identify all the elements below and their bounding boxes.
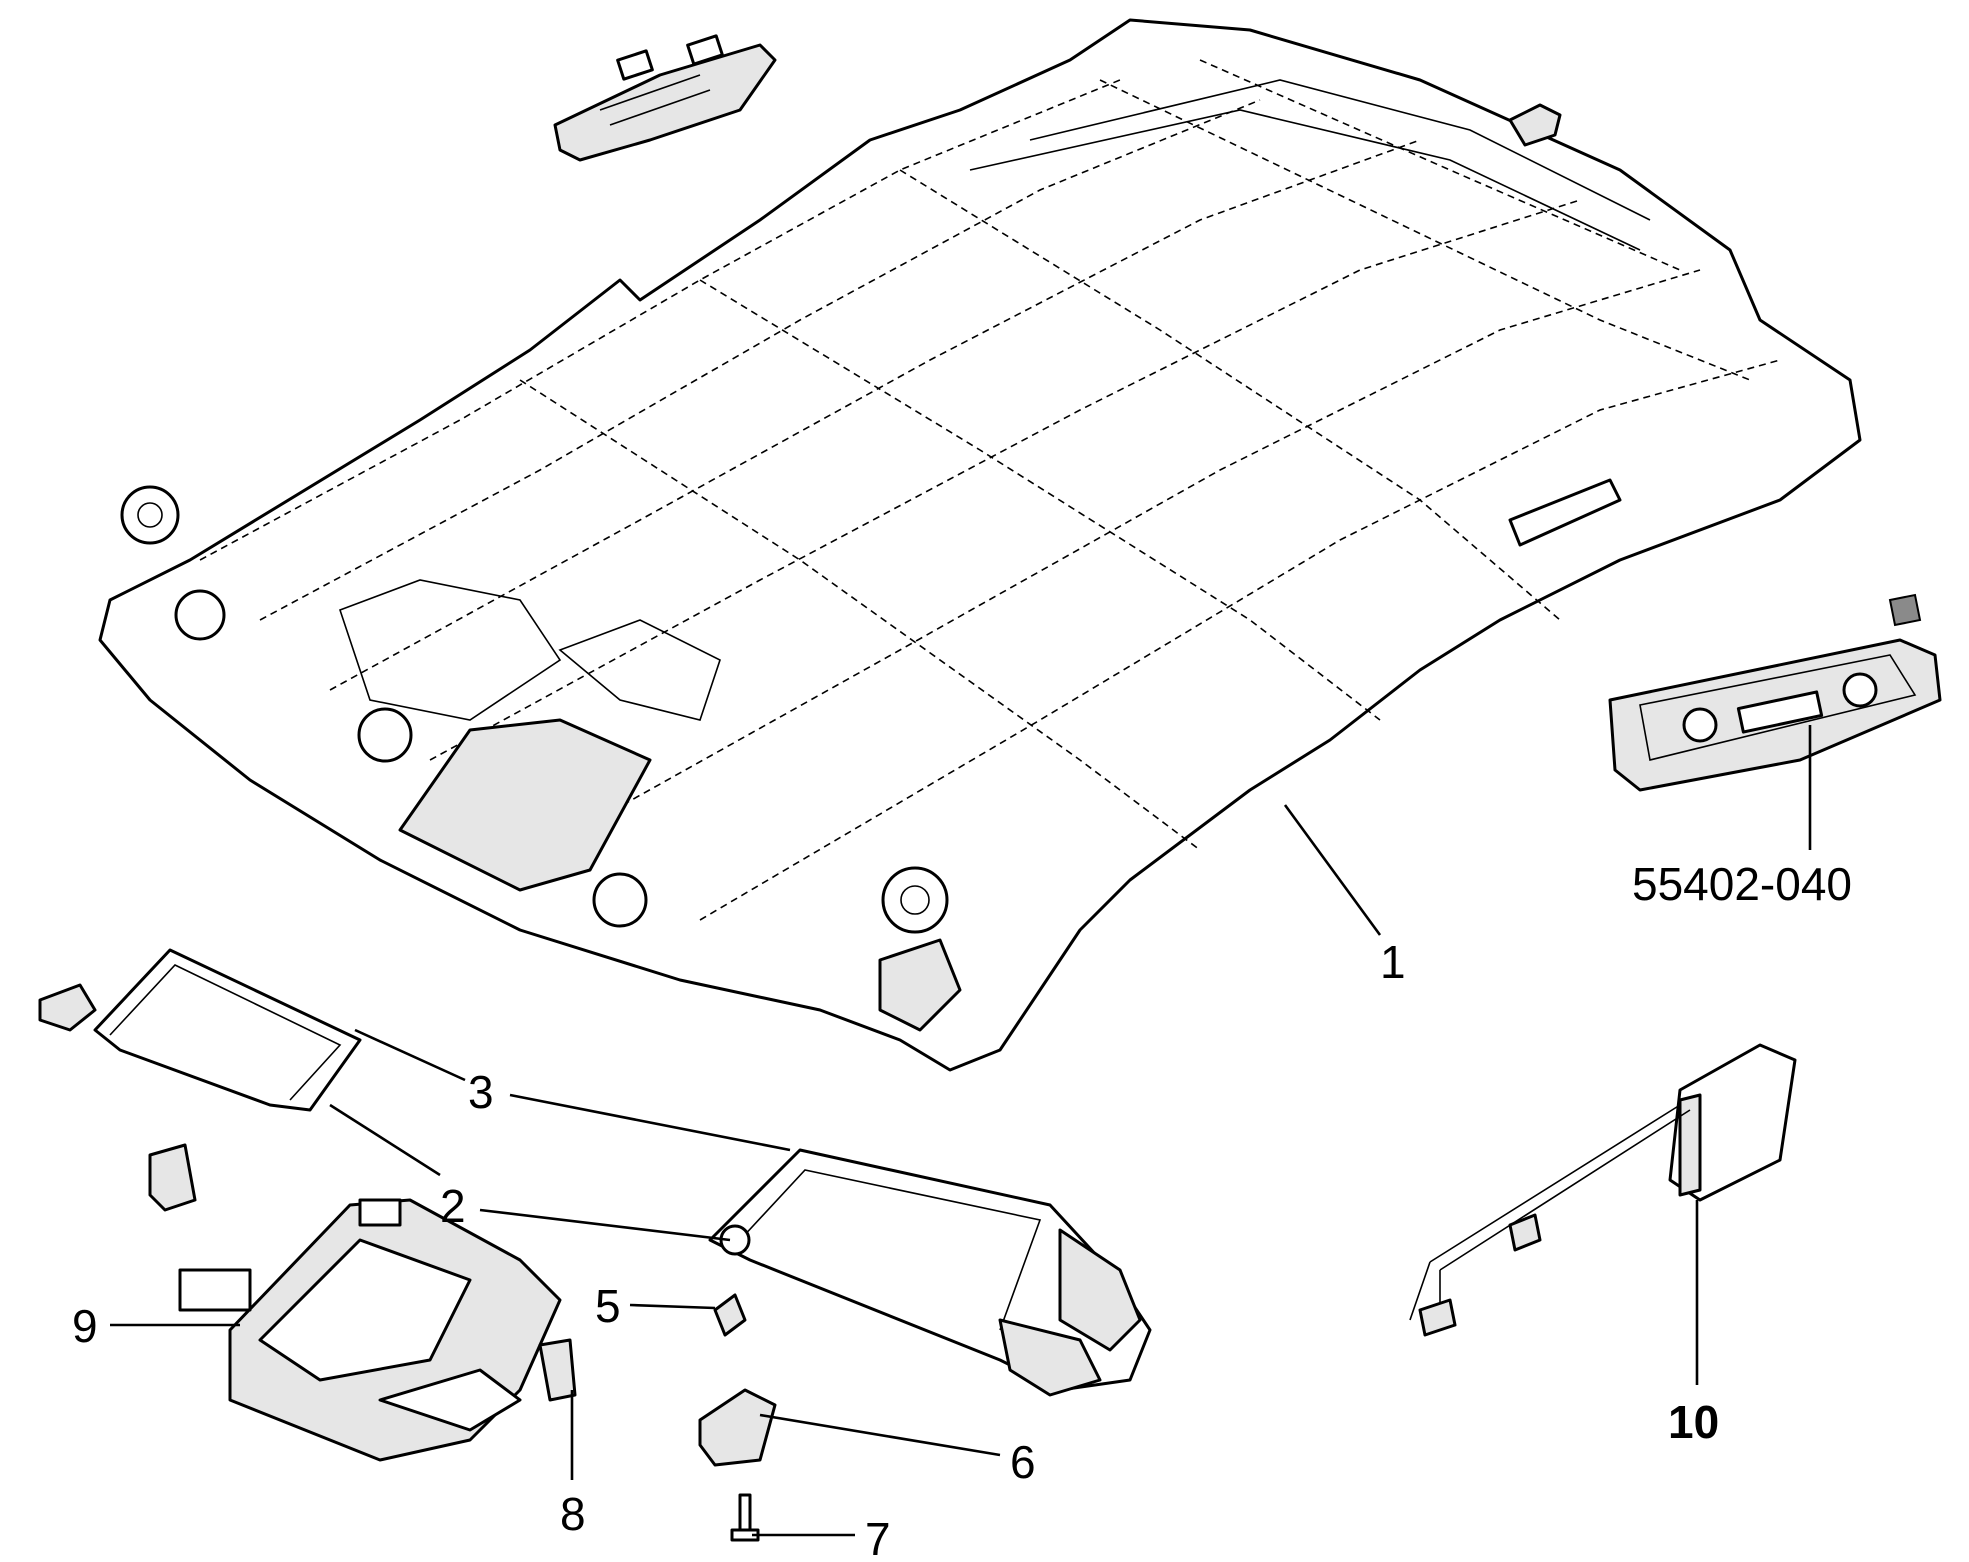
sun-visor-left — [38, 948, 362, 1112]
clip-right — [1888, 593, 1922, 627]
leader-5 — [629, 1303, 716, 1310]
callout-2: 2 — [440, 1180, 466, 1232]
clip-top-right — [1508, 103, 1562, 147]
leader-2b — [479, 1208, 731, 1242]
callout-3: 3 — [468, 1066, 494, 1118]
grab-handle-top — [553, 34, 777, 162]
leader-3b — [509, 1093, 791, 1152]
callout-9: 9 — [72, 1300, 98, 1352]
clip-8 — [538, 1338, 577, 1402]
leader-6 — [759, 1413, 1001, 1457]
callout-8: 8 — [560, 1488, 586, 1540]
callout-7: 7 — [865, 1513, 891, 1562]
dome-lamp-55402-040 — [1608, 638, 1942, 792]
clip-left — [120, 485, 180, 545]
visor-holder-6 — [698, 1388, 777, 1467]
clip-center — [881, 866, 949, 934]
callout-10: 10 — [1668, 1396, 1719, 1448]
callout-6: 6 — [1010, 1436, 1036, 1488]
callout-1: 1 — [1380, 936, 1406, 988]
module-with-harness-10 — [1409, 1043, 1797, 1337]
overhead-console — [178, 1198, 562, 1462]
callout-55402-040: 55402-040 — [1632, 858, 1852, 910]
leader-3a — [354, 1028, 466, 1082]
console-clip — [148, 1143, 197, 1212]
leader-2a — [329, 1103, 441, 1177]
screw-7 — [730, 1493, 760, 1542]
clip-5 — [713, 1293, 747, 1337]
headliner-panel — [98, 18, 1862, 1072]
callout-5: 5 — [595, 1280, 621, 1332]
sun-visor-right — [708, 1148, 1152, 1397]
leader-1 — [1283, 804, 1382, 936]
